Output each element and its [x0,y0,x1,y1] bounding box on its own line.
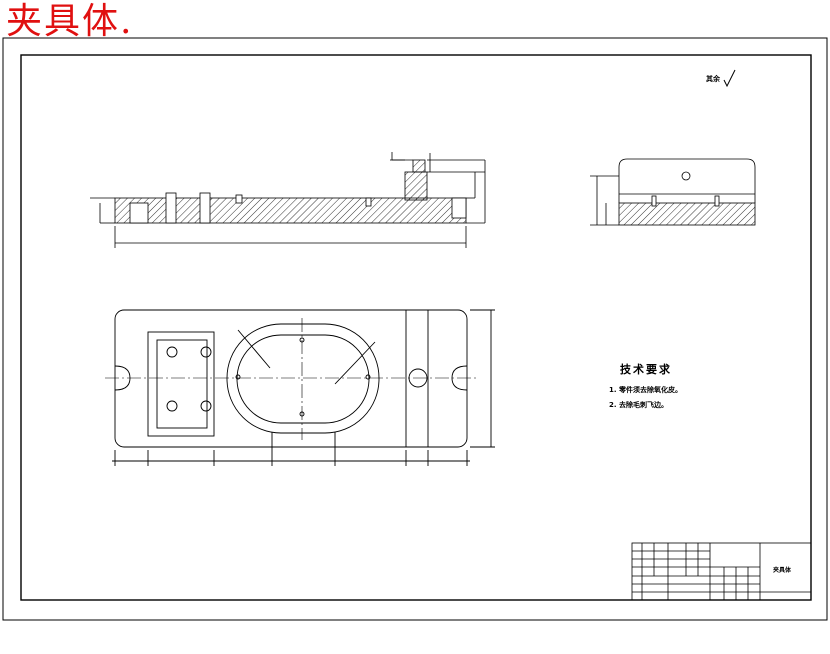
inner-border [20,54,812,601]
technical-requirement-2: 2. 去除毛刺飞边。 [609,401,668,409]
roughness-symbol [723,69,736,88]
page-title: 夹具体. [6,1,134,42]
title-block-drawing-name: 夹具体 [773,567,792,574]
side-view [590,158,756,226]
technical-requirement-1: 1. 零件须去除氧化皮。 [609,386,682,394]
front-section-view [90,152,486,248]
title-block [631,542,812,601]
outer-border [2,37,828,621]
technical-requirements-heading: 技术要求 [620,363,672,376]
roughness-note: 其余 [706,75,720,83]
plan-view [105,309,495,466]
